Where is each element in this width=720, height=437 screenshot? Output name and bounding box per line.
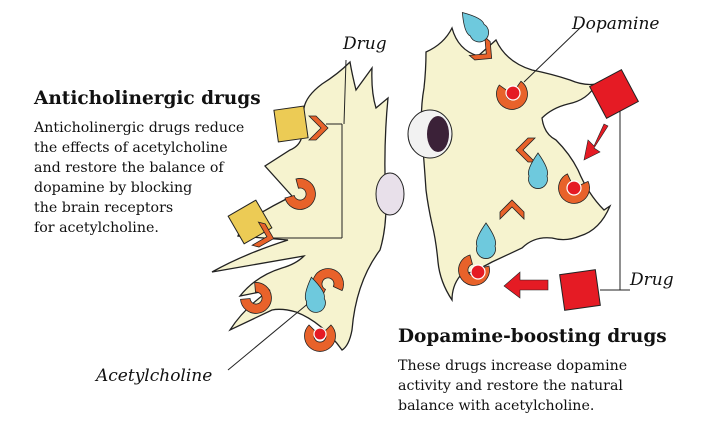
dopamine-molecules [313,85,582,341]
dopamine-drug-square [588,68,640,120]
left-nucleus [375,172,405,216]
dopamine-boosting-title: Dopamine-boosting drugs [398,326,667,347]
dopamine-molecule [313,327,327,341]
callout-lines [227,27,630,371]
drug-label-right: Drug [630,270,674,290]
right-neuron [407,26,612,303]
dopamine-label: Dopamine [572,14,660,34]
dopamine-molecule [505,85,521,101]
drug-top-leader [343,59,347,125]
right-nucleolus [427,116,449,152]
anticholinergic-description: Anticholinergic drugs reduce the effects… [34,120,245,236]
drug-arrow [503,271,549,299]
anticholinergic-drug-square [227,199,273,245]
anticholinergic-drugs [227,105,309,245]
dopamine-molecule [566,180,582,196]
anticholinergic-drug-square [273,105,309,143]
anticholinergic-title: Anticholinergic drugs [34,88,261,109]
dopamine-boosting-drugs [503,68,640,311]
drug-arrow [583,123,609,161]
dopamine-drug-square [559,269,601,311]
dopamine-leader [523,27,581,83]
dopamine-boosting-description: These drugs increase dopamine activity a… [398,358,628,414]
drug-label-top: Drug [343,34,387,54]
right-neuron-body [420,26,612,303]
dopamine-molecule [470,264,486,280]
acetylcholine-label: Acetylcholine [96,366,213,386]
acetylcholine-leader [227,301,311,371]
